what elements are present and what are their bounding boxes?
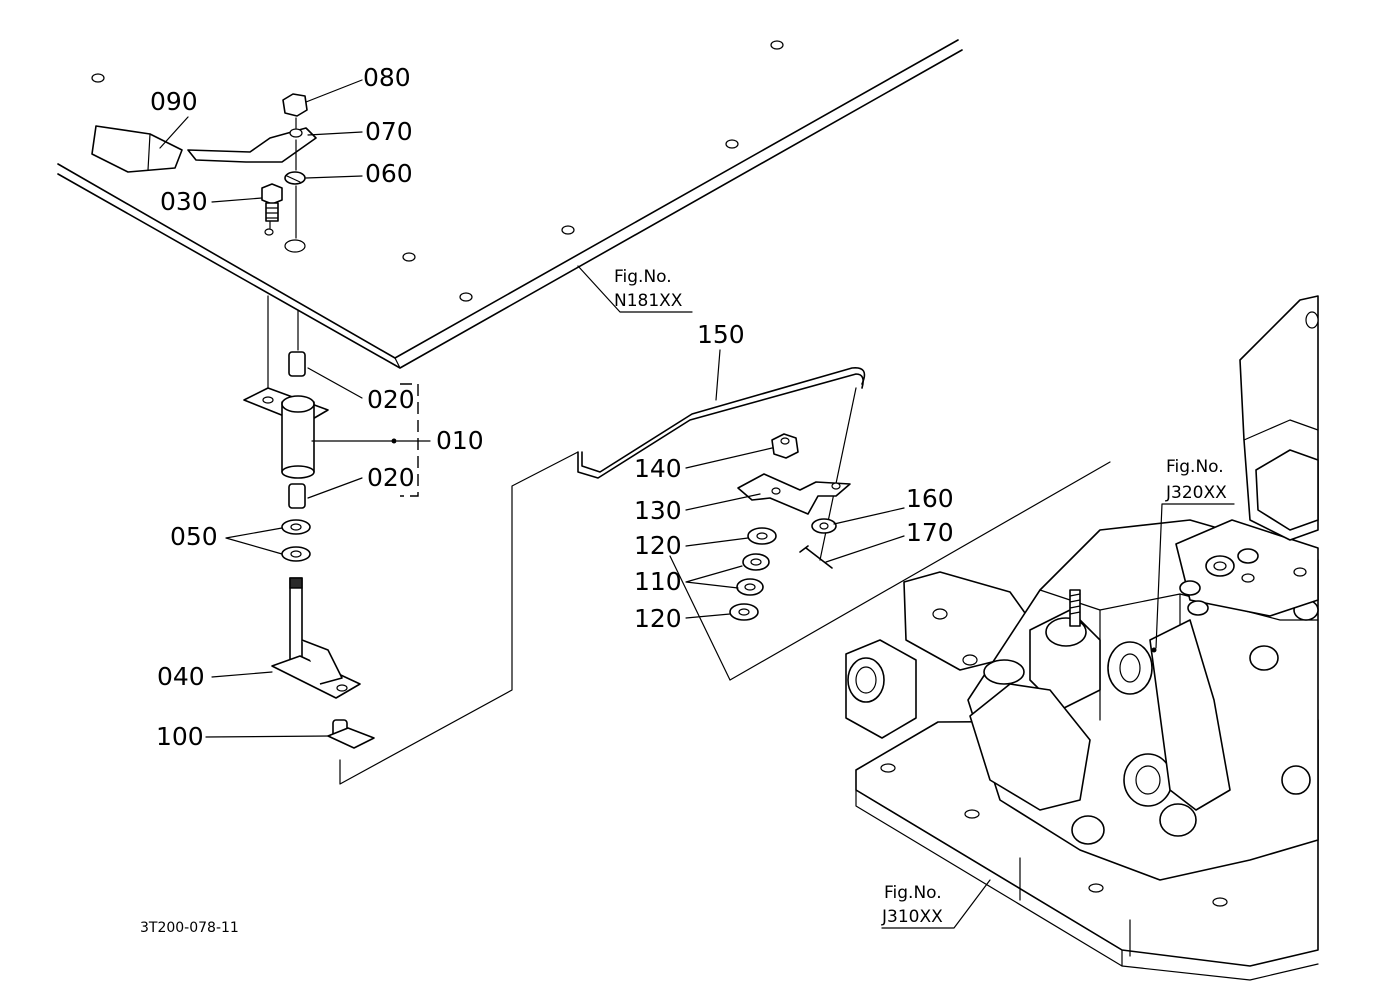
label-010: 010 (436, 426, 484, 455)
label-120-upper: 120 (634, 531, 682, 560)
label-150: 150 (697, 320, 745, 349)
ref-j310-title: Fig.No. (884, 883, 942, 903)
label-020-lower: 020 (367, 463, 415, 492)
part-labels: 080 090 070 060 030 020 010 020 050 040 … (150, 63, 954, 751)
ref-j320-code: J320XX (1165, 483, 1227, 503)
figure-references: Fig.No. N181XX Fig.No. J320XX Fig.No. J3… (614, 267, 1227, 927)
label-020-upper: 020 (367, 385, 415, 414)
spring-washer-110-part (736, 553, 770, 596)
nut-080-part (282, 93, 308, 138)
label-130: 130 (634, 496, 682, 525)
washer-160-part (811, 518, 837, 534)
washer-120-lower-part (729, 603, 759, 621)
bracket-130-part (737, 473, 851, 515)
ref-j310-code: J310XX (881, 907, 943, 927)
ref-j320-title: Fig.No. (1166, 457, 1224, 477)
label-090: 090 (150, 87, 198, 116)
label-160: 160 (906, 484, 954, 513)
label-080: 080 (363, 63, 411, 92)
clip-060-part (284, 171, 306, 185)
pedal-shaft-assembly (243, 295, 419, 749)
label-050: 050 (170, 522, 218, 551)
label-040: 040 (157, 662, 205, 691)
label-140: 140 (634, 454, 682, 483)
label-070: 070 (365, 117, 413, 146)
label-110: 110 (634, 567, 682, 596)
label-170: 170 (906, 518, 954, 547)
ref-n181-code: N181XX (614, 291, 683, 311)
floor-plate (57, 39, 963, 369)
label-100: 100 (156, 722, 204, 751)
label-030: 030 (160, 187, 208, 216)
nut-140-part (771, 433, 799, 459)
bolt-030-part (261, 183, 283, 222)
cotter-pin-170-part (799, 545, 833, 569)
pedal-pad-part (91, 125, 317, 173)
leader-lines (159, 79, 1235, 929)
label-060: 060 (365, 159, 413, 188)
label-120-lower: 120 (634, 604, 682, 633)
hydraulic-block-part (845, 295, 1319, 981)
ref-n181-title: Fig.No. (614, 267, 672, 287)
drawing-code: 3T200-078-11 (140, 920, 239, 936)
washer-120-upper-part (747, 527, 777, 545)
